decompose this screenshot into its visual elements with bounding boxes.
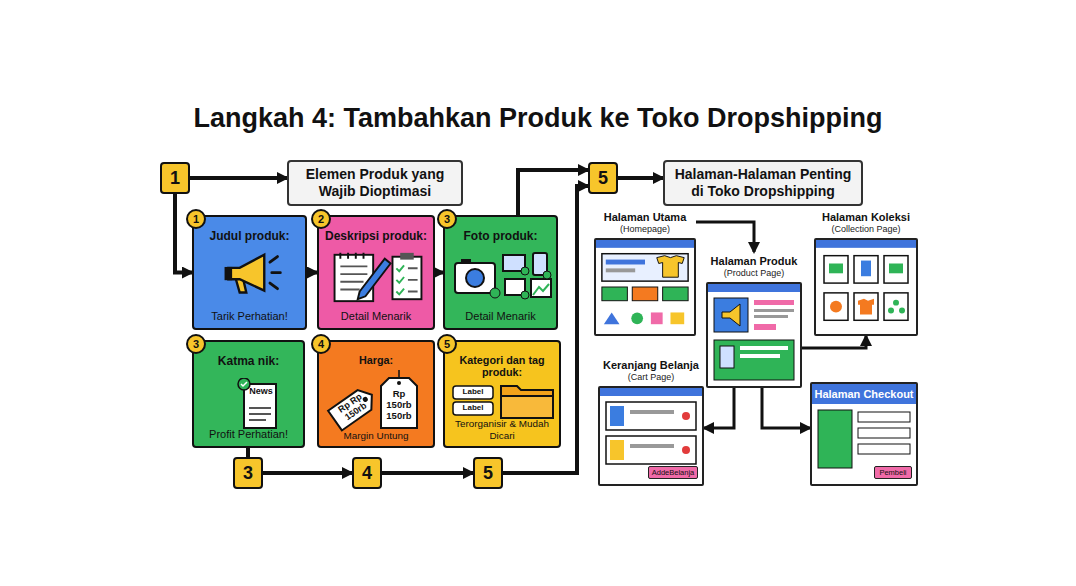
- node-text: 1: [193, 213, 199, 225]
- flow-arrow: [246, 448, 250, 457]
- illustration-label: Label: [453, 403, 493, 412]
- page-subtitle: (Cart Page): [628, 372, 675, 383]
- megaphone-icon: [219, 249, 284, 301]
- buy-button: Pembeli: [874, 466, 912, 479]
- homepage-mockup: [596, 240, 694, 334]
- node-text: 3: [193, 338, 199, 350]
- step-number: 3: [437, 209, 457, 229]
- tile-body: Profit Perhatian!: [198, 428, 299, 441]
- flow-arrow: [307, 271, 317, 275]
- node-text: 4: [362, 463, 372, 483]
- tile-heading: Judul produk:: [198, 229, 301, 243]
- step-badge: 3: [233, 457, 263, 489]
- product-element-tile: Deskripsi produk: Detail Menarik 2: [317, 215, 435, 330]
- product-page-mockup: [708, 284, 800, 386]
- collection-page-mockup: [816, 240, 916, 334]
- step-badge: 4: [352, 457, 382, 489]
- node-text: 5: [483, 463, 493, 483]
- page-title: Halaman Checkout: [814, 388, 913, 401]
- tile-body: Tarik Perhatian!: [198, 310, 301, 323]
- step-badge: 5: [473, 457, 503, 489]
- product-element-tile: Harga: Margin Untung 4 Rp Rp 150rbRp 150rb …: [317, 340, 435, 448]
- illustration-label: News: [244, 386, 278, 396]
- tile-body: Detail Menarik: [449, 310, 552, 323]
- step-number: 3: [186, 334, 206, 354]
- step-number: 5: [437, 334, 457, 354]
- node-text: Elemen Produk yang Wajib Dioptimasi: [297, 166, 453, 200]
- node-text: 1: [170, 168, 180, 188]
- product-element-tile: Foto produk: Detail Menarik 3: [443, 215, 558, 330]
- page-window: [706, 282, 802, 388]
- page-mockup: Halaman Koleksi(Collection Page): [814, 208, 918, 336]
- step-number: 4: [311, 334, 331, 354]
- tile-body: Margin Untung: [323, 430, 429, 441]
- illustration-label: Rp Rp 150rb: [332, 388, 375, 427]
- tile-heading: Harga:: [323, 354, 429, 366]
- flow-arrow: [382, 471, 473, 475]
- page-subtitle: (Collection Page): [831, 224, 900, 235]
- step-number: 2: [311, 209, 331, 229]
- flow-arrow: [435, 271, 443, 275]
- flow-arrow: [802, 336, 866, 348]
- node-text: AddeBelanja: [652, 468, 695, 477]
- page-heading-group: Keranjang Belanja(Cart Page): [598, 356, 704, 386]
- page-heading-group: Halaman Produk(Product Page): [706, 252, 802, 282]
- page-heading-group: Halaman Koleksi(Collection Page): [814, 208, 918, 238]
- page-heading-group: Halaman Utama(Homepage): [594, 208, 696, 238]
- checkout-header: Halaman Checkout: [812, 384, 916, 404]
- notepad-icon: [329, 249, 427, 305]
- cart-button: AddeBelanja: [648, 466, 698, 479]
- page-subtitle: (Homepage): [620, 224, 670, 235]
- page-window: [594, 238, 696, 336]
- step-number: 1: [186, 209, 206, 229]
- camera-icon: [451, 251, 555, 303]
- tile-heading: Deskripsi produk:: [323, 229, 429, 243]
- node-text: 5: [598, 168, 608, 188]
- illustration-label: Label: [453, 387, 493, 396]
- illustration-label: Rp 150rb 150rb: [382, 389, 416, 422]
- product-element-tile: Katma nik: Profit Perhatian! 3News: [192, 340, 305, 448]
- node-text: Halaman-Halaman Penting di Toko Dropship…: [673, 166, 853, 200]
- flow-arrow: [263, 471, 352, 475]
- flow-arrow: [175, 194, 192, 273]
- page-window: [814, 238, 918, 336]
- page-mockup: Keranjang Belanja(Cart Page) AddeBelanja: [598, 356, 704, 486]
- tile-heading: Katma nik:: [198, 354, 299, 368]
- page-mockup: Halaman Utama(Homepage): [594, 208, 696, 336]
- product-element-tile: Kategori dan tag produk: Terorganisir & M…: [443, 340, 561, 448]
- section-label: Elemen Produk yang Wajib Dioptimasi: [287, 160, 463, 206]
- tile-body: Detail Menarik: [323, 310, 429, 323]
- step-badge: 1: [160, 162, 190, 194]
- node-text: 3: [243, 463, 253, 483]
- checkout-page-mockup: Halaman CheckoutPembeli: [810, 382, 918, 486]
- tile-heading: Kategori dan tag produk:: [449, 354, 555, 379]
- diagram-title: Langkah 4: Tambahkan Produk ke Toko Drop…: [0, 100, 1076, 136]
- tile-body: Terorganisir & Mudah Dicari: [449, 418, 555, 441]
- node-text: Pembeli: [879, 468, 906, 477]
- flow-arrow: [190, 176, 287, 180]
- node-text: 5: [444, 338, 450, 350]
- flow-arrow: [704, 388, 734, 428]
- tile-heading: Foto produk:: [449, 229, 552, 243]
- page-title: Keranjang Belanja: [603, 359, 699, 372]
- flow-arrow: [618, 176, 663, 180]
- node-text: 4: [318, 338, 324, 350]
- product-element-tile: Judul produk: Tarik Perhatian! 1: [192, 215, 307, 330]
- section-label: Halaman-Halaman Penting di Toko Dropship…: [663, 160, 863, 206]
- flow-arrow: [696, 222, 754, 252]
- node-text: 3: [444, 213, 450, 225]
- page-mockup: Halaman Produk(Product Page): [706, 252, 802, 388]
- page-title: Halaman Koleksi: [822, 211, 910, 224]
- node-text: 2: [318, 213, 324, 225]
- flow-arrow: [762, 388, 810, 428]
- page-title: Halaman Produk: [711, 255, 798, 268]
- page-title: Halaman Utama: [604, 211, 687, 224]
- page-subtitle: (Product Page): [724, 268, 785, 279]
- step-badge: 5: [588, 162, 618, 194]
